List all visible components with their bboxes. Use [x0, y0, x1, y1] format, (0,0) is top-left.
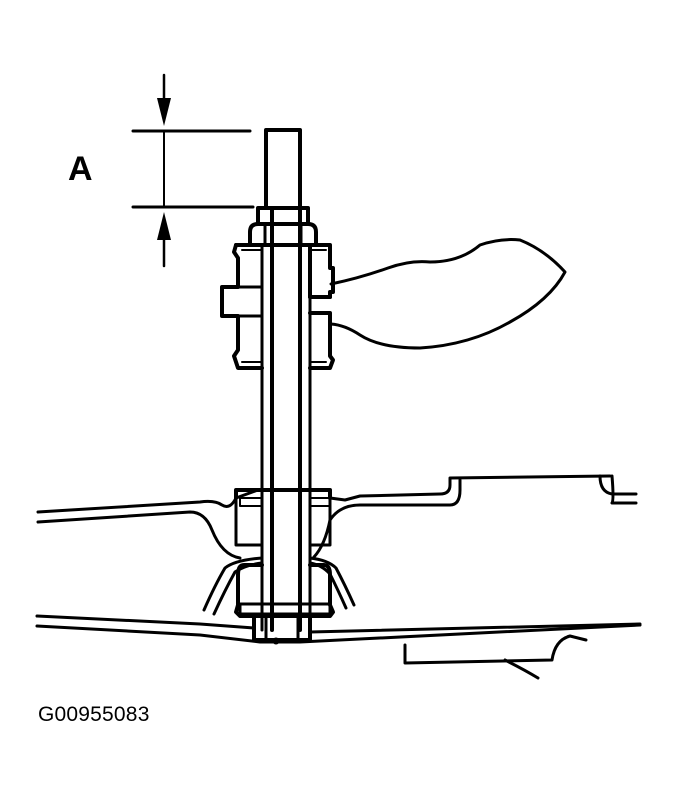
- dimension-a-marker: [131, 73, 255, 268]
- middle-bushing: [234, 488, 332, 547]
- top-nut: [248, 206, 318, 247]
- frame-rail: [35, 614, 642, 680]
- lower-bushing: [234, 563, 335, 618]
- upper-bracket: [329, 238, 567, 350]
- figure-id: G00955083: [38, 703, 150, 726]
- stud-shaft: [264, 128, 302, 632]
- lower-bracket: [36, 474, 638, 560]
- dimension-a-label: A: [68, 150, 93, 188]
